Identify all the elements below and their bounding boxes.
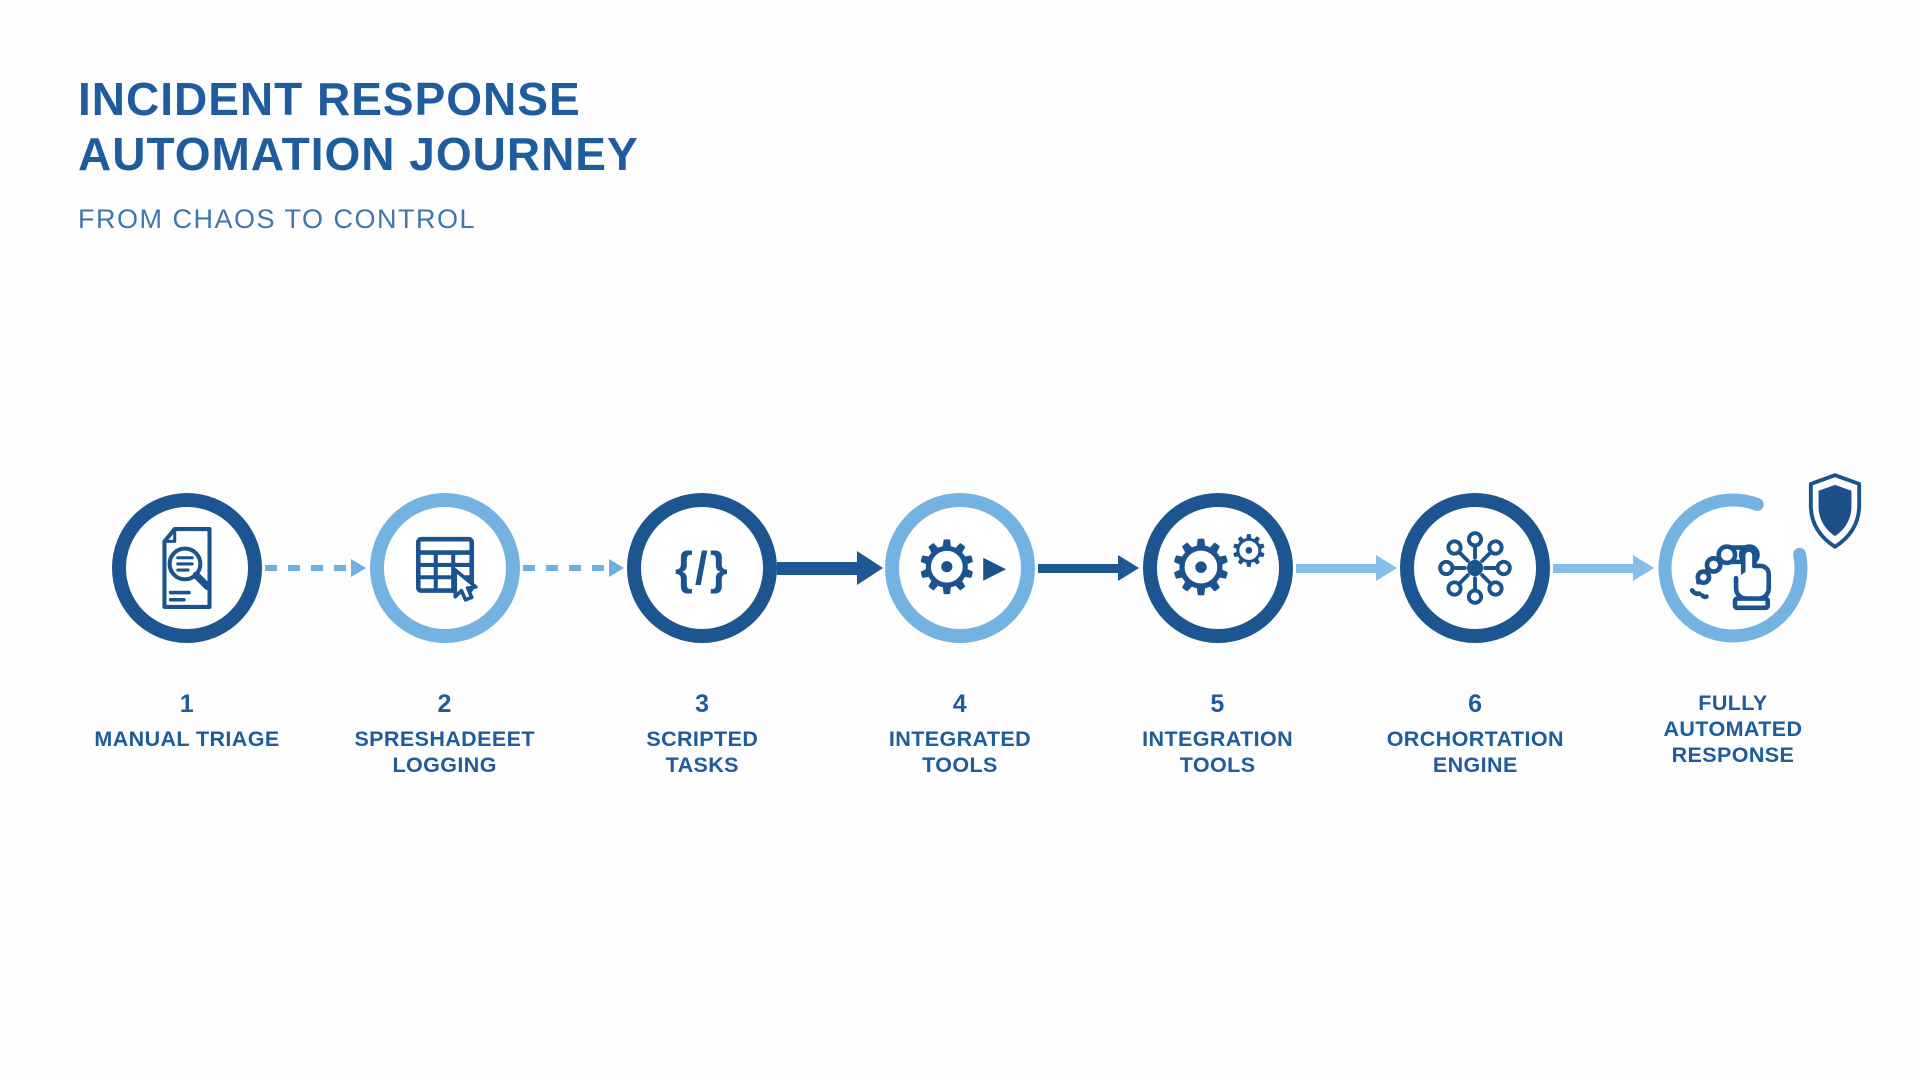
step-label-line: RESPONSE: [1671, 743, 1795, 768]
step-number: 4: [952, 690, 968, 718]
arrow-head: [608, 559, 624, 577]
step-ring-gapped: [1658, 473, 1862, 643]
step-label-line: SPRESHADEEET: [354, 727, 535, 751]
step-label-line: INTEGRATED: [888, 727, 1032, 751]
step-label-line: TOOLS: [1179, 753, 1256, 778]
document-search-icon: [162, 527, 212, 609]
timeline-step-3: {/} 3 SCRIPTED TASKS: [597, 493, 884, 778]
step-circle: ⚙ ⚙: [1113, 493, 1397, 643]
step-ring: [369, 493, 520, 643]
arrow-shaft: [265, 565, 349, 571]
gear-large-icon: ⚙: [1166, 523, 1235, 612]
step-label-line: ENGINE: [1432, 753, 1518, 778]
gears-icon: ⚙ ⚙: [1167, 530, 1269, 606]
step-label-line: INTEGRATION: [1142, 727, 1294, 751]
arrow-shaft: [1553, 563, 1634, 573]
step-label-line: MANUAL TRIAGE: [94, 727, 280, 751]
timeline-step-4: ⚙ ▶ 4 INTEGRATED TOOLS: [855, 493, 1139, 778]
arrow-shaft: [522, 565, 607, 571]
gear-icon: ⚙: [913, 525, 981, 611]
step-label-block: 3 SCRIPTED TASKS: [646, 690, 758, 778]
connector-arrow-3-4: [777, 551, 884, 585]
network-hub-icon: [1438, 531, 1513, 605]
robot-arm-icon: [1689, 544, 1771, 611]
gear-small-icon: ⚙: [1228, 526, 1269, 577]
step-number: 3: [695, 690, 710, 718]
step-ring: [112, 493, 262, 643]
step-label-line: TOOLS: [922, 753, 998, 778]
connector-arrow-5-6: [1295, 555, 1397, 581]
journey-timeline: 1 MANUAL TRIAGE 2 SPRESHADEEET: [82, 473, 1862, 778]
step-label-line: LOGGING: [392, 753, 497, 778]
timeline-step-1: 1 MANUAL TRIAGE: [82, 493, 366, 778]
step-ring: [1400, 493, 1551, 643]
arrow-head: [1117, 555, 1139, 581]
connector-arrow-2-3: [522, 559, 624, 577]
arrow-head: [351, 559, 366, 577]
play-icon: ▶: [983, 550, 1007, 585]
page-title-line2: AUTOMATION JOURNEY: [78, 128, 639, 181]
timeline-step-6: 6 ORCHORTATION ENGINE: [1370, 493, 1655, 778]
step-label-block: 5 INTEGRATION TOOLS: [1142, 690, 1293, 778]
arrow-head: [857, 551, 884, 585]
arrow-shaft: [1037, 563, 1118, 573]
page-title-line1: INCIDENT RESPONSE: [78, 73, 581, 125]
shield-icon: [1808, 473, 1862, 549]
step-label-line: ORCHORTATION: [1386, 727, 1564, 751]
timeline-step-7: FULLY AUTOMATED RESPONSE: [1628, 473, 1862, 778]
step-number: 6: [1468, 690, 1483, 718]
page-subtitle: FROM CHAOS TO CONTROL: [78, 204, 477, 235]
step-label-block: FULLY AUTOMATED RESPONSE: [1663, 690, 1802, 769]
step-circle: [82, 493, 366, 643]
connector-arrow-1-2: [265, 559, 366, 577]
step-circle: [340, 493, 624, 643]
header: INCIDENT RESPONSE AUTOMATION JOURNEY FRO…: [78, 72, 639, 235]
connector-arrow-6-7: [1553, 555, 1655, 581]
step-label-line: TASKS: [665, 753, 739, 778]
code-icon: {/}: [675, 542, 730, 594]
step-label-block: 6 ORCHORTATION ENGINE: [1387, 690, 1564, 778]
step-ring: {/}: [627, 493, 778, 643]
step-label-block: 1 MANUAL TRIAGE: [94, 690, 279, 752]
step-number: 1: [179, 690, 195, 718]
step-circle: [1628, 473, 1862, 643]
spreadsheet-cursor-icon: [415, 536, 478, 602]
step-circle: [1370, 493, 1655, 643]
step-icon-holder: [1672, 507, 1794, 629]
arrow-head: [1375, 555, 1397, 581]
step-label-block: 4 INTEGRATED TOOLS: [889, 690, 1031, 778]
step-ring: ⚙ ▶: [884, 493, 1035, 643]
step-label-line: SCRIPTED: [646, 727, 759, 751]
connector-arrow-4-5: [1037, 555, 1139, 581]
arrow-shaft: [1295, 563, 1376, 573]
step-circle: ⚙ ▶: [855, 493, 1139, 643]
step-label-line: AUTOMATED: [1663, 717, 1803, 742]
step-label-line: FULLY: [1698, 691, 1768, 715]
arrow-shaft: [777, 561, 858, 575]
step-ring: ⚙ ⚙: [1142, 493, 1293, 643]
arrow-head: [1633, 555, 1655, 581]
step-circle: {/}: [597, 493, 884, 643]
timeline-step-2: 2 SPRESHADEEET LOGGING: [340, 493, 624, 778]
step-label-block: 2 SPRESHADEEET LOGGING: [354, 690, 534, 778]
page-title: INCIDENT RESPONSE AUTOMATION JOURNEY: [78, 72, 639, 182]
gear-play-icon: ⚙ ▶: [914, 531, 1006, 605]
step-number: 2: [437, 690, 452, 718]
step-number: 5: [1210, 690, 1225, 718]
timeline-step-5: ⚙ ⚙ 5 INTEGRATION TOOLS: [1113, 493, 1397, 778]
